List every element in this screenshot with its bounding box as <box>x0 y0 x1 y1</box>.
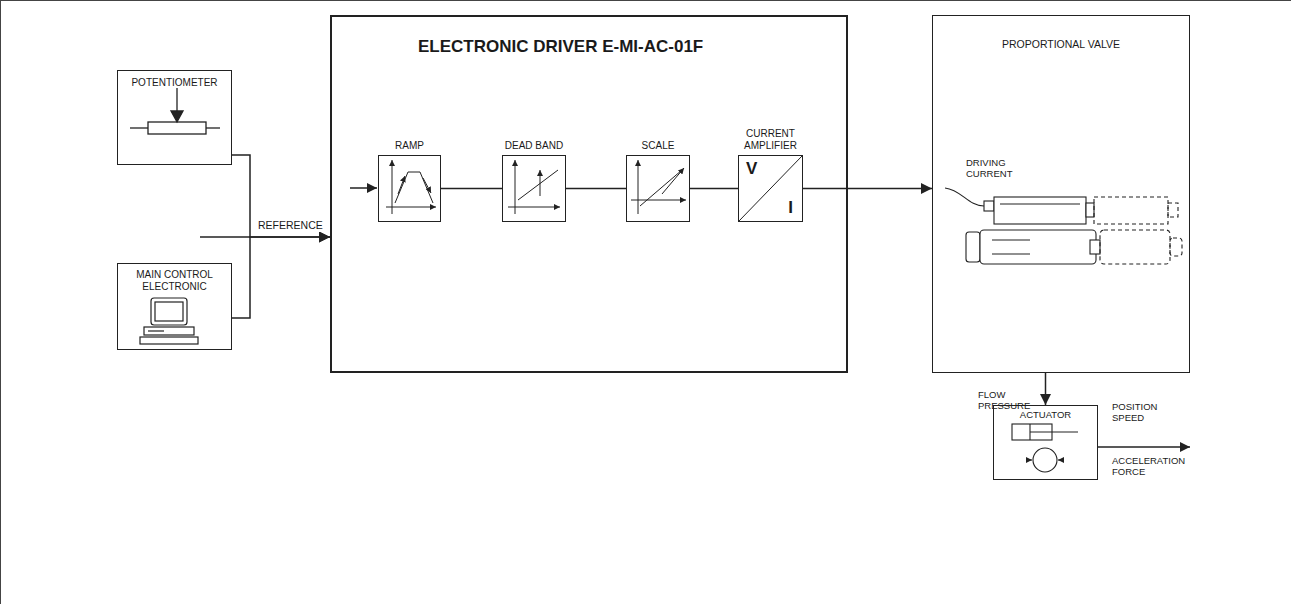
process-box: RAMP <box>378 155 441 222</box>
process-box: ELECTRONIC DRIVER E-MI-AC-01F RAMP DEAD BA… <box>330 15 848 373</box>
actuator-icon <box>1012 424 1078 472</box>
scale-graph-part <box>662 168 684 194</box>
computer-icon-part <box>140 337 198 344</box>
box-label: CURRENT AMPLIFIER <box>733 128 808 151</box>
scale-graph <box>631 160 686 214</box>
connector <box>1045 373 1047 405</box>
reference-tail <box>200 236 250 238</box>
scale-graph-part <box>640 170 682 206</box>
valve-illustration-part-part <box>1170 238 1182 256</box>
box-label: PROPORTIONAL VALVE <box>933 38 1189 50</box>
ramp-graph-part <box>392 160 393 214</box>
computer-icon-part <box>151 298 187 325</box>
valve-illustration-part-part <box>1094 197 1168 224</box>
signal-label: POSITION SPEED <box>1112 402 1176 424</box>
valve-illustration-part <box>1094 197 1182 264</box>
ramp-graph-part <box>395 172 433 203</box>
valve-illustration-part <box>994 197 1086 224</box>
dead-band-graph <box>508 160 560 214</box>
computer-icon <box>140 298 198 344</box>
valve-illustration-part-part <box>1168 203 1178 217</box>
valve-illustration-part <box>984 201 994 211</box>
connector <box>441 188 502 190</box>
symbol-letter: I <box>788 198 793 218</box>
ramp-graph-part <box>398 176 405 194</box>
ramp-graph <box>386 160 436 214</box>
connector <box>232 237 330 318</box>
box-label: ELECTRONIC DRIVER E-MI-AC-01F <box>418 37 703 57</box>
box-label: MAIN CONTROL ELECTRONIC <box>122 269 227 292</box>
dead-band-graph-part <box>540 170 541 196</box>
page-frame-part <box>0 0 1 604</box>
actuator-icon-part <box>1033 448 1057 472</box>
process-box: SCALE <box>626 155 690 222</box>
dead-band-graph-part <box>515 160 516 214</box>
computer-icon-part <box>148 330 164 331</box>
process-box: ACTUATOR <box>993 405 1098 480</box>
connector <box>690 188 738 190</box>
process-box: DEAD BAND <box>502 155 566 222</box>
valve-illustration-part <box>992 253 1030 254</box>
valve-illustration-part <box>1090 240 1100 254</box>
actuator-icon-part <box>1030 431 1078 432</box>
output-arrow-part <box>1098 446 1190 448</box>
scale-graph-part <box>631 200 686 201</box>
valve-illustration <box>945 188 1182 264</box>
amplifier-diagonal-part <box>739 156 802 221</box>
symbol-letter: V <box>746 159 757 179</box>
actuator-icon-part <box>1058 459 1064 460</box>
valve-illustration-part <box>945 188 984 206</box>
box-label: POTENTIOMETER <box>120 77 229 89</box>
potentiometer-symbol-part <box>171 111 183 122</box>
potentiometer-symbol-part <box>176 88 177 113</box>
valve-illustration-part <box>1000 203 1080 204</box>
reference-tail-part <box>200 236 250 238</box>
signal-label: DRIVING CURRENT <box>966 158 1028 180</box>
computer-icon-part <box>144 327 194 335</box>
box-label: RAMP <box>369 140 450 152</box>
dead-band-graph-part <box>518 170 558 200</box>
connector <box>803 188 932 190</box>
valve-illustration-part <box>966 232 980 262</box>
potentiometer-symbol-part <box>148 122 206 134</box>
signal-label: ACCELERATION FORCE <box>1112 456 1192 478</box>
amplifier-diagonal <box>739 156 802 221</box>
scale-graph-part <box>638 160 639 214</box>
connector <box>566 188 626 190</box>
valve-illustration-part <box>992 239 1030 240</box>
box-label: DEAD BAND <box>493 140 575 152</box>
connector <box>232 155 330 237</box>
box-label: ACTUATOR <box>996 410 1095 421</box>
ramp-graph-part <box>423 178 431 193</box>
input-arrow <box>350 187 377 189</box>
potentiometer-symbol-part <box>130 127 148 128</box>
valve-illustration-part <box>1086 203 1094 217</box>
potentiometer-symbol-part <box>206 127 220 128</box>
process-box: POTENTIOMETER <box>117 70 232 165</box>
page-frame-part <box>0 0 1291 1</box>
process-box: CURRENT AMPLIFIERVI <box>738 155 803 222</box>
dead-band-graph-part <box>508 207 560 208</box>
potentiometer-symbol <box>130 88 220 134</box>
valve-illustration-part <box>980 230 1096 264</box>
actuator-icon-part <box>1026 459 1032 460</box>
signal-label: FLOW PRESSURE <box>978 390 1036 412</box>
process-box: MAIN CONTROL ELECTRONIC <box>117 263 232 350</box>
signal-label: REFERENCE <box>258 219 323 231</box>
box-label: SCALE <box>617 140 699 152</box>
computer-icon-part <box>155 302 183 321</box>
valve-illustration-part-part <box>1100 230 1170 264</box>
input-arrow-part <box>350 187 377 189</box>
process-box: PROPORTIONAL VALVE <box>932 15 1190 373</box>
output-arrow <box>1098 446 1190 448</box>
ramp-graph-part <box>386 207 436 208</box>
